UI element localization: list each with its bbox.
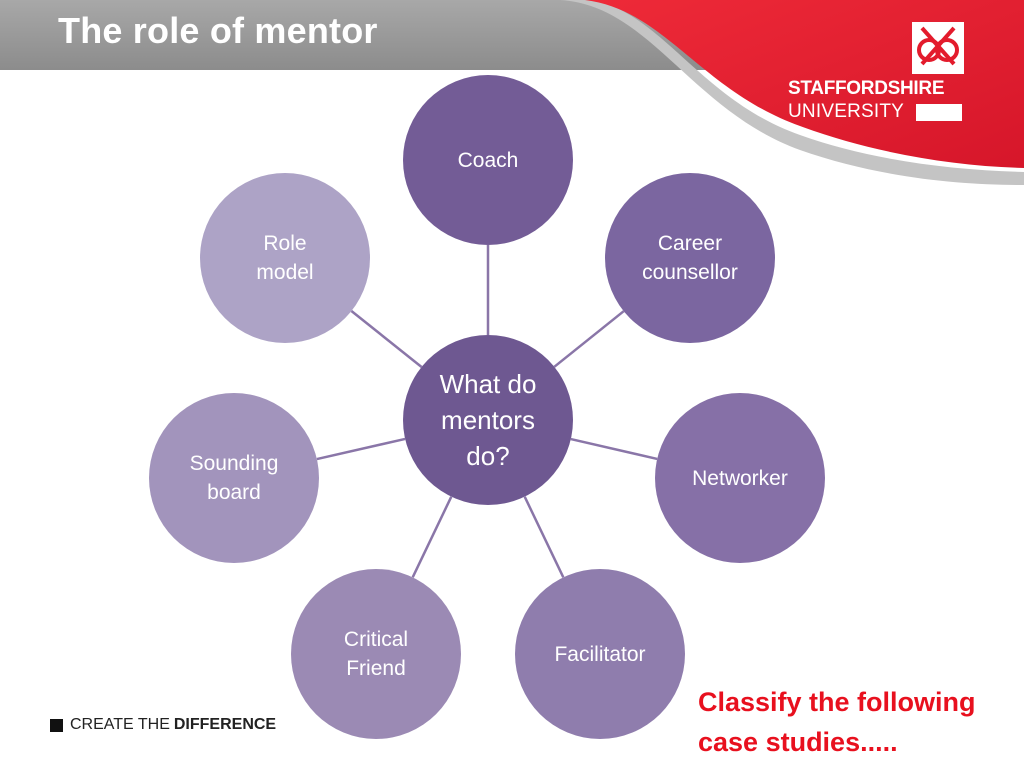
university-logo: STAFFORDSHIRE UNIVERSITY — [780, 20, 970, 130]
node-coach: Coach — [403, 75, 573, 245]
callout-line-1: Classify the following — [698, 687, 976, 717]
node-facilitator-label: Facilitator — [554, 642, 646, 666]
logo-line-staffordshire: STAFFORDSHIRE — [788, 78, 945, 99]
connector-facilitator — [523, 496, 565, 578]
node-networker-label: Networker — [692, 466, 788, 490]
footer-emphasis: DIFFERENCE — [173, 716, 277, 733]
node-sounding-board: Sounding board — [149, 393, 319, 563]
node-role-model-label: Role model — [256, 232, 314, 284]
node-coach-label: Coach — [457, 148, 519, 172]
page-title: The role of mentor — [58, 10, 378, 51]
connector-networker — [570, 437, 658, 461]
node-critical-friend: Critical Friend — [291, 569, 461, 739]
connector-critical-friend — [411, 496, 453, 578]
callout-line-2: case studies..... — [698, 727, 898, 757]
callout-text: Classify the following case studies..... — [698, 682, 1018, 762]
footer-tagline: CREATE THE DIFFERENCE — [50, 716, 276, 734]
node-center: What do mentors do? — [403, 335, 573, 505]
node-career-counsellor: Career counsellor — [605, 173, 775, 343]
node-networker: Networker — [655, 393, 825, 563]
node-facilitator: Facilitator — [515, 569, 685, 739]
footer-square-icon — [50, 718, 63, 732]
node-center-label: What do mentors do? — [439, 369, 537, 471]
logo-line-university: UNIVERSITY — [788, 101, 905, 122]
footer-prefix: CREATE THE — [70, 716, 170, 733]
node-sounding-board-label: Sounding board — [189, 452, 279, 504]
connector-sounding-board — [316, 437, 406, 461]
stafford-knot-icon — [912, 22, 964, 74]
grey-header-band — [0, 0, 800, 70]
node-critical-friend-label: Critical Friend — [343, 628, 409, 680]
node-career-counsellor-label: Career counsellor — [642, 232, 738, 284]
logo-bar — [916, 104, 962, 121]
connector-career-counsellor — [553, 310, 625, 368]
node-role-model: Role model — [200, 173, 370, 343]
connector-role-model — [350, 310, 423, 368]
